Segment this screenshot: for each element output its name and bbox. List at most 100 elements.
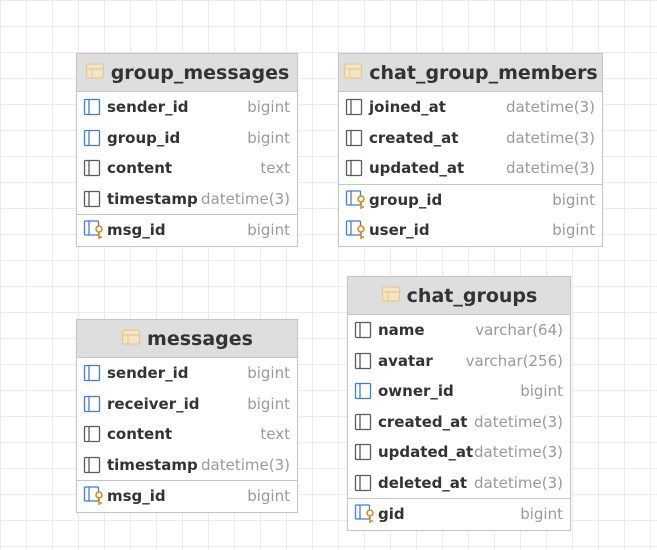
- column-name: content: [107, 159, 173, 178]
- column-name: msg_id: [107, 221, 166, 240]
- column-type: datetime(3): [474, 443, 563, 462]
- column-icon: [354, 320, 376, 340]
- column-type: datetime(3): [201, 455, 290, 474]
- key-row[interactable]: gid bigint: [348, 499, 570, 530]
- primary-key-icon: [345, 220, 367, 240]
- key-row[interactable]: user_id bigint: [339, 215, 602, 246]
- column-name: created_at: [369, 128, 459, 147]
- key-divider: [77, 480, 297, 481]
- column-row[interactable]: deleted_at datetime(3): [348, 468, 570, 499]
- primary-key-icon: [345, 190, 367, 210]
- key-row[interactable]: msg_id bigint: [77, 215, 297, 246]
- table-title: messages: [147, 327, 253, 350]
- column-name: created_at: [378, 412, 468, 431]
- column-icon: [345, 158, 367, 178]
- column-row[interactable]: created_at datetime(3): [339, 123, 602, 154]
- column-type: bigint: [552, 221, 595, 240]
- column-list: joined_at datetime(3) created_at datetime(…: [339, 92, 602, 184]
- column-type: bigint: [247, 221, 290, 240]
- column-name: sender_id: [107, 98, 189, 117]
- column-row[interactable]: group_id bigint: [77, 123, 297, 154]
- column-row[interactable]: created_at datetime(3): [348, 407, 570, 438]
- column-name: name: [378, 321, 425, 340]
- column-icon: [83, 424, 105, 444]
- column-name: owner_id: [378, 382, 454, 401]
- column-icon: [83, 189, 105, 209]
- column-row[interactable]: owner_id bigint: [348, 376, 570, 407]
- table-chat-group-members[interactable]: chat_group_members joined_at datetime(3) …: [338, 53, 603, 247]
- column-name: user_id: [369, 221, 430, 240]
- column-name: gid: [378, 505, 405, 524]
- column-name: content: [107, 425, 173, 444]
- column-type: bigint: [247, 128, 290, 147]
- column-icon: [354, 473, 376, 493]
- table-header: messages: [77, 320, 297, 358]
- column-icon: [354, 351, 376, 371]
- key-row[interactable]: msg_id bigint: [77, 481, 297, 512]
- column-row[interactable]: avatar varchar(256): [348, 346, 570, 377]
- column-icon: [345, 128, 367, 148]
- column-icon: [83, 455, 105, 475]
- column-type: datetime(3): [474, 473, 563, 492]
- primary-key-icon: [83, 220, 105, 240]
- column-row[interactable]: sender_id bigint: [77, 92, 297, 123]
- key-list: msg_id bigint: [77, 215, 297, 246]
- primary-key-icon: [354, 504, 376, 524]
- fk-column-icon: [354, 381, 376, 401]
- column-name: joined_at: [369, 98, 446, 117]
- column-type: bigint: [247, 487, 290, 506]
- column-name: updated_at: [378, 443, 474, 462]
- column-name: timestamp: [107, 455, 198, 474]
- column-name: msg_id: [107, 487, 166, 506]
- column-type: datetime(3): [474, 412, 563, 431]
- column-name: group_id: [369, 190, 443, 209]
- column-row[interactable]: content text: [77, 419, 297, 450]
- column-name: sender_id: [107, 364, 189, 383]
- key-divider: [77, 214, 297, 215]
- table-header: chat_groups: [348, 277, 570, 315]
- column-type: text: [260, 425, 290, 444]
- column-icon: [83, 158, 105, 178]
- key-divider: [348, 498, 570, 499]
- column-row[interactable]: joined_at datetime(3): [339, 92, 602, 123]
- table-icon: [85, 62, 105, 84]
- column-type: bigint: [520, 505, 563, 524]
- column-name: timestamp: [107, 189, 198, 208]
- primary-key-icon: [83, 486, 105, 506]
- column-type: text: [260, 159, 290, 178]
- column-type: bigint: [247, 98, 290, 117]
- column-type: datetime(3): [201, 189, 290, 208]
- column-row[interactable]: content text: [77, 153, 297, 184]
- table-icon: [343, 62, 363, 84]
- fk-column-icon: [83, 97, 105, 117]
- column-type: datetime(3): [506, 98, 595, 117]
- fk-column-icon: [83, 394, 105, 414]
- column-name: updated_at: [369, 159, 465, 178]
- column-name: deleted_at: [378, 473, 468, 492]
- fk-column-icon: [83, 128, 105, 148]
- key-divider: [339, 183, 602, 185]
- column-type: bigint: [520, 382, 563, 401]
- column-name: avatar: [378, 351, 433, 370]
- column-type: datetime(3): [506, 128, 595, 147]
- table-icon: [121, 328, 141, 350]
- table-header: chat_group_members: [339, 54, 602, 92]
- column-icon: [354, 412, 376, 432]
- column-row[interactable]: sender_id bigint: [77, 358, 297, 389]
- column-name: group_id: [107, 128, 181, 147]
- column-type: varchar(256): [465, 351, 563, 370]
- key-list: gid bigint: [348, 499, 570, 530]
- column-type: bigint: [247, 364, 290, 383]
- column-icon: [345, 97, 367, 117]
